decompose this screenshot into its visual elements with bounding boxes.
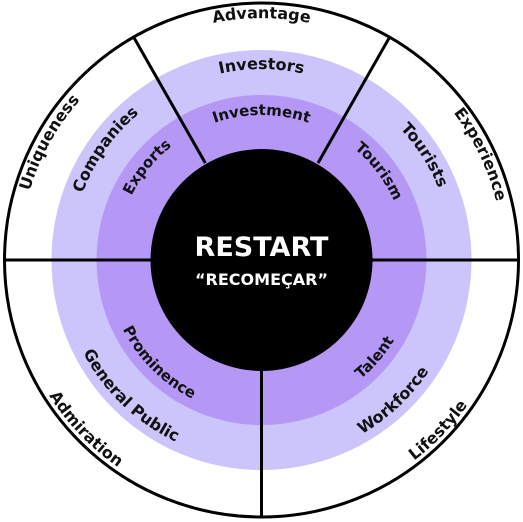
divider-top-left (132, 37, 207, 164)
center-title: RESTART (195, 232, 329, 263)
center-subtitle: “RECOMEÇAR” (195, 270, 328, 289)
segment-dividers (4, 37, 519, 517)
center-disc (150, 149, 373, 371)
divider-top-right (316, 37, 391, 164)
outer-label-advantage: Advantage (211, 3, 313, 27)
middle-label-investors: Investors (217, 54, 307, 78)
